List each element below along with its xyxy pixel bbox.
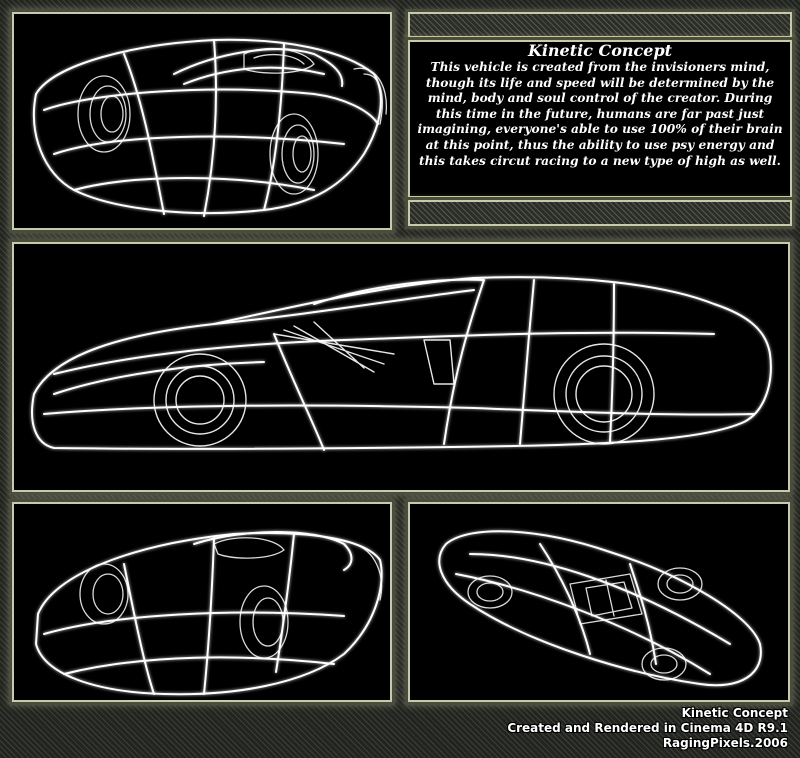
render-front-three-quarter bbox=[12, 12, 392, 230]
credits-software: Created and Rendered in Cinema 4D R9.1 bbox=[507, 721, 788, 735]
bottom-decorative-strip bbox=[408, 200, 792, 226]
description-title: Kinetic Concept bbox=[527, 41, 673, 60]
render-side-profile bbox=[12, 242, 790, 492]
wireframe-car-rear-view bbox=[35, 531, 383, 696]
top-decorative-strip bbox=[408, 12, 792, 38]
credits-title: Kinetic Concept bbox=[681, 706, 788, 720]
description-text: This vehicle is created from the invisio… bbox=[417, 60, 783, 168]
wireframe-car-side-view bbox=[31, 276, 772, 451]
credits-author: RagingPixels.2006 bbox=[662, 736, 788, 750]
render-top-view bbox=[408, 502, 790, 702]
description-panel: Kinetic Concept This vehicle is created … bbox=[408, 40, 792, 198]
render-rear-three-quarter bbox=[12, 502, 392, 702]
wireframe-car-top-view bbox=[438, 530, 762, 687]
credits-block: Kinetic Concept Created and Rendered in … bbox=[388, 706, 788, 751]
wireframe-car-front-view bbox=[32, 38, 388, 217]
